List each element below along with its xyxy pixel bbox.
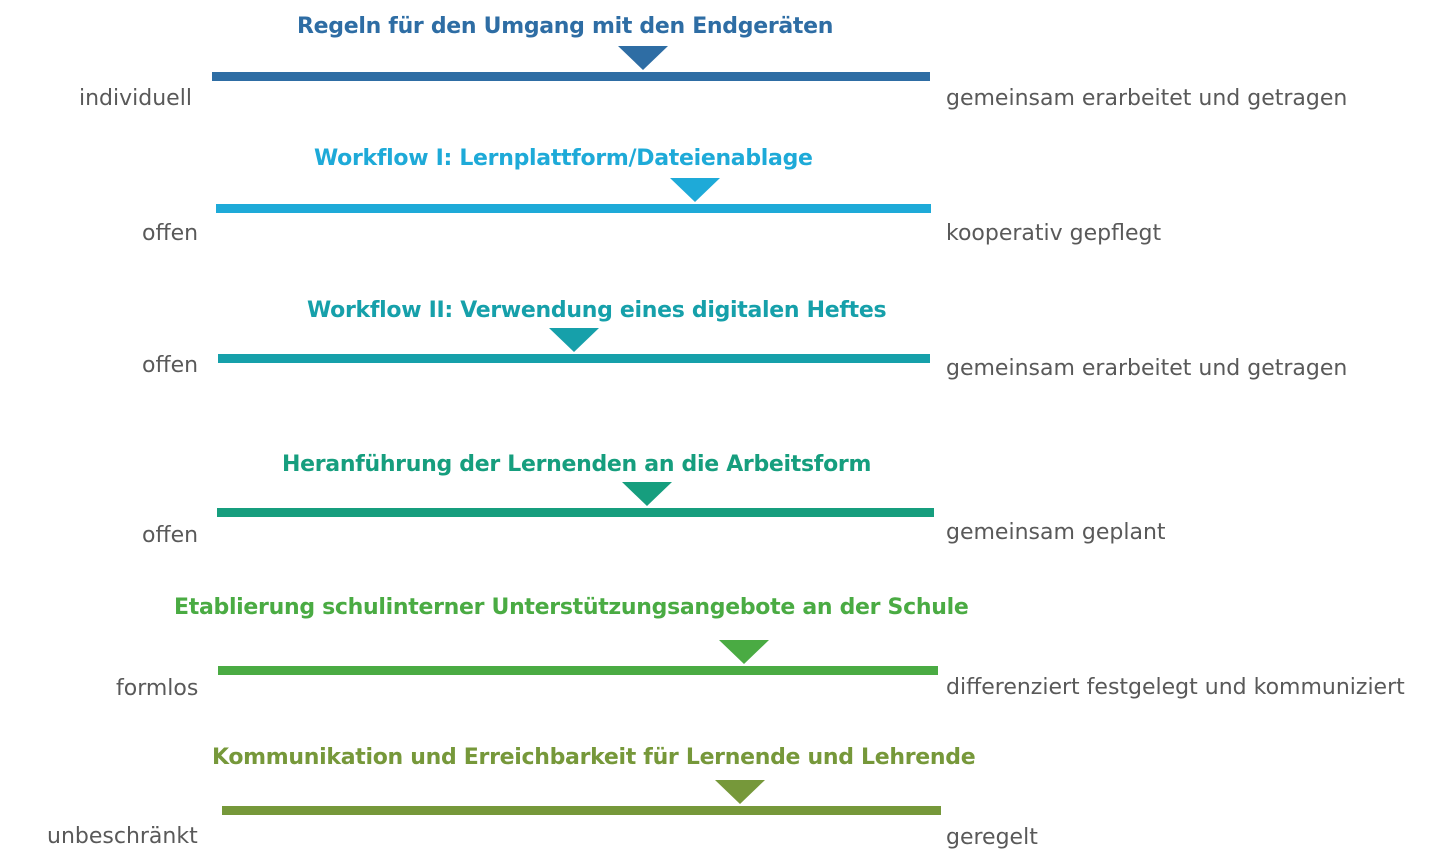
scale-right-label: geregelt: [946, 825, 1038, 850]
scale-right-label: gemeinsam erarbeitet und getragen: [946, 356, 1348, 381]
scale-workflow-2: Workflow II: Verwendung eines digitalen …: [0, 0, 1440, 381]
scale-marker: [670, 178, 720, 202]
scale-marker: [618, 46, 668, 70]
scale-endgeraete: Regeln für den Umgang mit den Endgeräten…: [0, 0, 1440, 140]
scale-bar: [216, 204, 931, 213]
scale-title: Regeln für den Umgang mit den Endgeräten: [297, 14, 834, 39]
scale-right-label: gemeinsam erarbeitet und getragen: [946, 86, 1348, 111]
scale-bar: [218, 354, 930, 363]
scale-workflow-1: Workflow I: Lernplattform/Dateienablage …: [0, 0, 1440, 246]
scale-unterstuetzung: Etablierung schulinterner Unterstützungs…: [0, 0, 1440, 701]
scale-bar: [222, 806, 941, 815]
scale-left-label: formlos: [116, 676, 199, 701]
scale-bar: [217, 508, 934, 517]
scale-right-label: gemeinsam geplant: [946, 520, 1166, 545]
scale-left-label: offen: [142, 353, 199, 378]
scale-title: Workflow II: Verwendung eines digitalen …: [307, 298, 887, 323]
scale-heranfuehrung: Heranführung der Lernenden an die Arbeit…: [0, 0, 1440, 548]
scale-title: Kommunikation und Erreichbarkeit für Ler…: [212, 745, 976, 770]
scale-left-label: individuell: [79, 86, 192, 111]
scale-bar: [218, 666, 938, 675]
scale-marker: [715, 780, 765, 804]
scale-left-label: offen: [142, 221, 199, 246]
scale-left-label: offen: [142, 523, 199, 548]
scale-marker: [719, 640, 769, 664]
scale-right-label: kooperativ gepflegt: [946, 221, 1162, 246]
scale-left-label: unbeschränkt: [47, 824, 198, 849]
scale-title: Workflow I: Lernplattform/Dateienablage: [314, 146, 813, 171]
scale-title: Heranführung der Lernenden an die Arbeit…: [282, 452, 872, 477]
scale-marker: [622, 482, 672, 506]
scale-marker: [549, 328, 599, 352]
scale-bar: [212, 72, 930, 81]
scale-title: Etablierung schulinterner Unterstützungs…: [174, 595, 969, 620]
scale-right-label: differenziert festgelegt und kommunizier…: [946, 675, 1405, 700]
